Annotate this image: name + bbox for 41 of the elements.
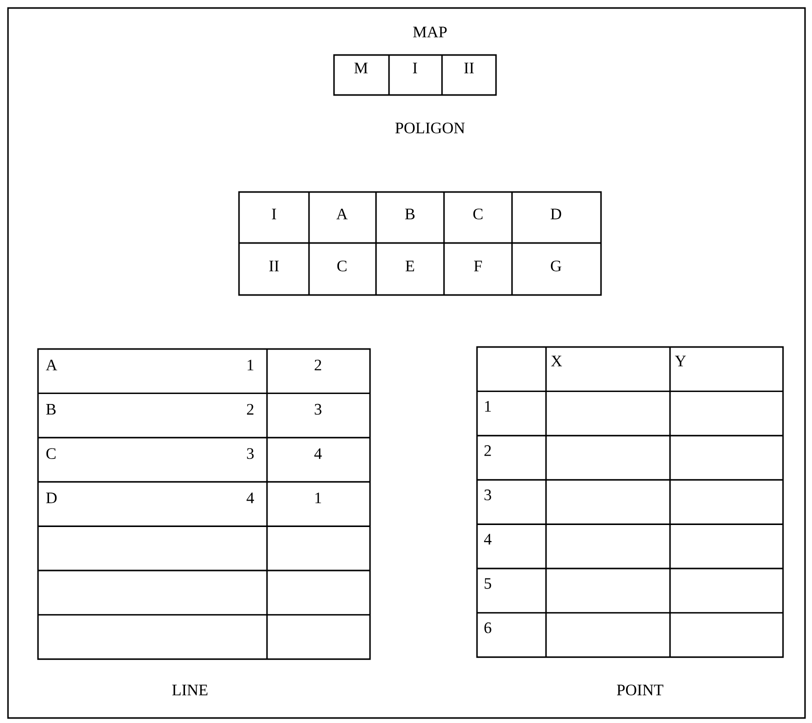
- label: A: [46, 360, 58, 370]
- label: C: [473, 208, 482, 220]
- map-table: M I II: [333, 54, 497, 96]
- label: II: [269, 260, 279, 272]
- point-table: X Y 1 2 3 4 5 6: [476, 346, 784, 658]
- label: II: [464, 62, 474, 74]
- label: 1: [248, 360, 254, 370]
- label: 2: [246, 404, 254, 415]
- label: G: [550, 260, 562, 272]
- table-title: MAP: [413, 26, 447, 38]
- label: E: [406, 260, 414, 272]
- label: X: [551, 356, 562, 366]
- label: 5: [484, 578, 492, 589]
- label: 2: [314, 360, 322, 370]
- label: F: [474, 260, 482, 272]
- label: B: [46, 404, 56, 415]
- label: 4: [246, 492, 254, 504]
- label: I: [272, 208, 276, 220]
- line-table: A 1 2 B 2 3 C 3 4 D 4 1: [37, 348, 371, 660]
- label: 1: [485, 401, 491, 412]
- label: 3: [247, 448, 254, 459]
- label: B: [405, 208, 415, 220]
- table-title: POLIGON: [395, 122, 465, 134]
- label: A: [336, 208, 348, 220]
- label: D: [46, 492, 57, 504]
- table-title: POINT: [616, 684, 664, 696]
- label: 3: [314, 404, 322, 415]
- label: C: [46, 448, 56, 459]
- label: M: [354, 62, 368, 74]
- label: 6: [484, 622, 492, 634]
- label: 1: [315, 492, 322, 504]
- label: D: [550, 208, 562, 220]
- polygon-table: I A B C D II C E F G: [238, 191, 602, 296]
- label: 2: [484, 445, 491, 456]
- label: C: [337, 260, 346, 272]
- label: 4: [314, 448, 322, 459]
- label: 4: [484, 534, 492, 544]
- label: 3: [484, 490, 492, 500]
- label: I: [412, 62, 418, 74]
- table-title: LINE: [172, 684, 208, 696]
- label: Y: [674, 356, 686, 366]
